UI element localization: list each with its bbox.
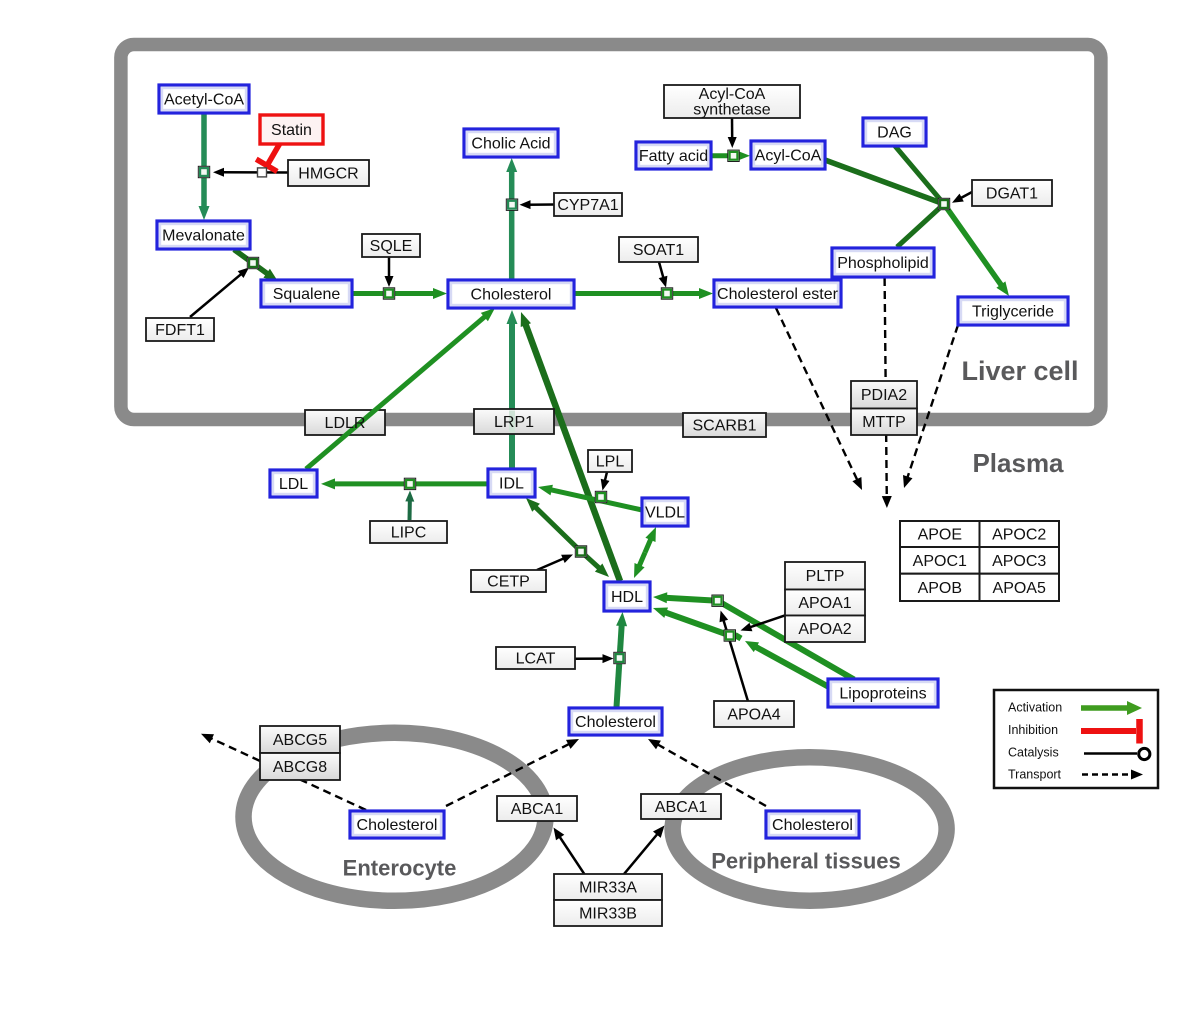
svg-text:Triglyceride: Triglyceride [972, 304, 1054, 321]
svg-text:MIR33A: MIR33A [579, 880, 637, 897]
svg-text:MTTP: MTTP [862, 414, 906, 431]
svg-text:APOC1: APOC1 [913, 553, 967, 570]
svg-text:Cholic Acid: Cholic Acid [471, 136, 550, 153]
svg-text:ABCA1: ABCA1 [655, 799, 708, 816]
svg-text:Fatty acid: Fatty acid [639, 148, 708, 165]
svg-text:Acyl-CoA: Acyl-CoA [755, 148, 822, 165]
svg-text:Plasma: Plasma [972, 448, 1064, 478]
svg-text:synthetase: synthetase [693, 102, 770, 119]
svg-text:IDL: IDL [499, 476, 524, 493]
svg-text:Enterocyte: Enterocyte [343, 856, 457, 881]
svg-text:LDLR: LDLR [325, 415, 366, 432]
svg-text:SOAT1: SOAT1 [633, 242, 684, 259]
svg-text:SCARB1: SCARB1 [692, 418, 756, 435]
svg-text:Activation: Activation [1008, 701, 1062, 715]
svg-text:Cholesterol: Cholesterol [357, 817, 438, 834]
svg-text:Liver cell: Liver cell [961, 356, 1078, 386]
svg-text:Mevalonate: Mevalonate [162, 228, 245, 245]
svg-text:Peripheral tissues: Peripheral tissues [711, 849, 901, 874]
svg-text:APOA1: APOA1 [798, 595, 851, 612]
svg-text:LCAT: LCAT [516, 651, 556, 668]
svg-text:ABCA1: ABCA1 [511, 801, 564, 818]
svg-text:LIPC: LIPC [391, 525, 427, 542]
svg-text:CETP: CETP [487, 574, 530, 591]
svg-text:APOA5: APOA5 [993, 580, 1046, 597]
svg-text:Acyl-CoA: Acyl-CoA [699, 86, 766, 103]
svg-text:Squalene: Squalene [273, 286, 341, 303]
svg-text:SQLE: SQLE [370, 238, 413, 255]
svg-text:LRP1: LRP1 [494, 414, 534, 431]
svg-text:Phospholipid: Phospholipid [837, 255, 929, 272]
svg-text:HMGCR: HMGCR [298, 166, 358, 183]
svg-text:Inhibition: Inhibition [1008, 723, 1058, 737]
svg-text:APOA2: APOA2 [798, 621, 851, 638]
svg-text:Cholesterol ester: Cholesterol ester [717, 286, 839, 303]
svg-text:LPL: LPL [596, 454, 625, 471]
svg-text:Catalysis: Catalysis [1008, 746, 1059, 760]
svg-text:Cholesterol: Cholesterol [471, 287, 552, 304]
svg-text:LDL: LDL [279, 476, 308, 493]
svg-text:ABCG8: ABCG8 [273, 759, 327, 776]
svg-text:FDFT1: FDFT1 [155, 322, 205, 339]
svg-text:APOB: APOB [918, 580, 962, 597]
svg-text:Lipoproteins: Lipoproteins [839, 686, 926, 703]
svg-text:APOE: APOE [918, 527, 962, 544]
svg-text:HDL: HDL [611, 589, 643, 606]
svg-text:CYP7A1: CYP7A1 [557, 197, 618, 214]
svg-text:MIR33B: MIR33B [579, 906, 637, 923]
svg-text:DAG: DAG [877, 125, 912, 142]
svg-text:APOC3: APOC3 [992, 553, 1046, 570]
svg-text:Cholesterol: Cholesterol [575, 714, 656, 731]
svg-text:APOC2: APOC2 [992, 527, 1046, 544]
svg-text:PLTP: PLTP [806, 568, 845, 585]
svg-text:Statin: Statin [271, 122, 312, 139]
svg-text:APOA4: APOA4 [727, 707, 780, 724]
svg-text:VLDL: VLDL [645, 505, 685, 522]
svg-text:ABCG5: ABCG5 [273, 732, 327, 749]
svg-text:Acetyl-CoA: Acetyl-CoA [164, 92, 244, 109]
svg-text:PDIA2: PDIA2 [861, 387, 907, 404]
svg-text:Transport: Transport [1008, 768, 1062, 782]
svg-text:DGAT1: DGAT1 [986, 186, 1038, 203]
svg-text:Cholesterol: Cholesterol [772, 817, 853, 834]
